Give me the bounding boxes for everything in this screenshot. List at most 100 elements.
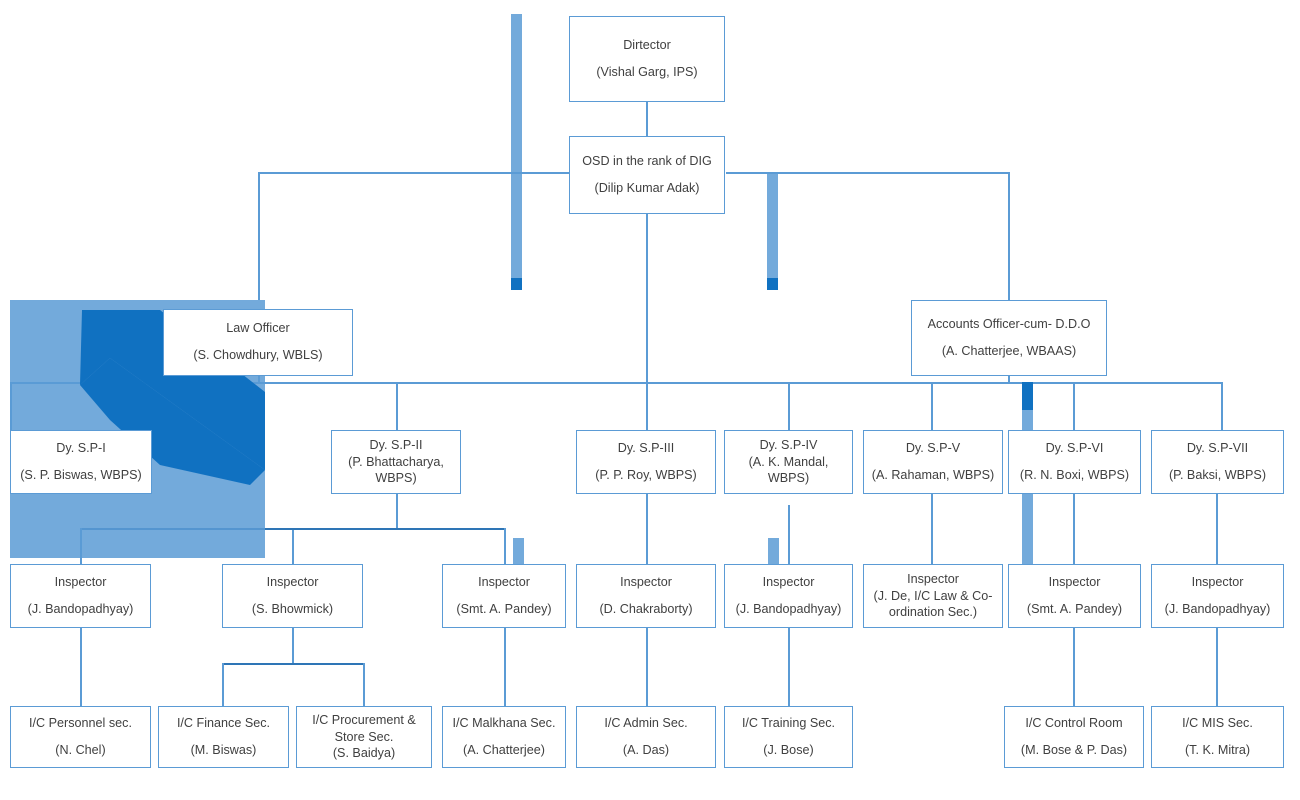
node-inspector-6[interactable]: Inspector (J. De, I/C Law & Co-ordinatio… [863, 564, 1003, 628]
node-inspector-4[interactable]: Inspector (D. Chakraborty) [576, 564, 716, 628]
node-dsp-6-title: Dy. S.P-VI [1045, 440, 1104, 455]
connector-insp8-ic8 [1216, 628, 1218, 706]
node-inspector-2-title: Inspector [266, 574, 319, 589]
node-inspector-5-person: (J. Bandopadhyay) [735, 601, 842, 616]
node-law-officer[interactable]: Law Officer (S. Chowdhury, WBLS) [163, 309, 353, 376]
node-ic-admin-title: I/C Admin Sec. [604, 715, 688, 730]
node-inspector-4-title: Inspector [620, 574, 672, 589]
node-ic-training-title: I/C Training Sec. [741, 715, 836, 730]
scroll-bar-artifact-4[interactable] [513, 538, 524, 564]
node-dsp-4[interactable]: Dy. S.P-IV (A. K. Mandal, WBPS) [724, 430, 853, 494]
node-dsp-3-person: (P. P. Roy, WBPS) [595, 467, 697, 482]
node-ic-procurement-store-person: (S. Baidya) [332, 746, 396, 761]
node-ic-control-room[interactable]: I/C Control Room (M. Bose & P. Das) [1004, 706, 1144, 768]
connector-drop-dsp6 [1073, 382, 1075, 430]
node-ic-training[interactable]: I/C Training Sec. (J. Bose) [724, 706, 853, 768]
node-inspector-6-person: (J. De, I/C Law & Co-ordination Sec.) [873, 588, 993, 620]
node-inspector-1-person: (J. Bandopadhyay) [27, 601, 134, 616]
node-accounts-officer-ddo[interactable]: Accounts Officer-cum- D.D.O (A. Chatterj… [911, 300, 1107, 376]
connector-drop-ddo [1008, 172, 1010, 300]
connector-drop-dsp3 [646, 382, 648, 430]
connector-insp5-ic6 [788, 628, 790, 706]
node-dsp-2[interactable]: Dy. S.P-II (P. Bhattacharya, WBPS) [331, 430, 461, 494]
scroll-bar-artifact-1-tip[interactable] [511, 278, 522, 290]
node-inspector-5[interactable]: Inspector (J. Bandopadhyay) [724, 564, 853, 628]
connector-drop-dsp2 [396, 382, 398, 430]
node-dsp-4-person: (A. K. Mandal, WBPS) [748, 454, 829, 486]
node-ic-personnel[interactable]: I/C Personnel sec. (N. Chel) [10, 706, 151, 768]
node-inspector-2-person: (S. Bhowmick) [251, 601, 334, 616]
node-dsp-6-person: (R. N. Boxi, WBPS) [1019, 467, 1130, 482]
node-ic-admin[interactable]: I/C Admin Sec. (A. Das) [576, 706, 716, 768]
node-dsp-1-title: Dy. S.P-I [56, 440, 106, 455]
connector-drop-ic3 [363, 663, 365, 706]
selection-overlay-arrow [80, 310, 265, 485]
node-dsp-7[interactable]: Dy. S.P-VII (P. Baksi, WBPS) [1151, 430, 1284, 494]
connector-dsp2-down [396, 494, 398, 528]
node-ic-mis-title: I/C MIS Sec. [1182, 715, 1253, 730]
connector-drop-dsp5 [931, 382, 933, 430]
connector-ddo-down [1008, 376, 1010, 384]
connector-dsp4-insp5 [788, 505, 790, 564]
connector-osd-down [646, 214, 648, 382]
connector-insp1-ic1 [80, 628, 82, 706]
node-law-officer-person: (S. Chowdhury, WBLS) [193, 348, 323, 362]
connector-drop-ic2 [222, 663, 224, 706]
node-dsp-3-title: Dy. S.P-III [617, 440, 675, 455]
connector-insp7-ic7 [1073, 628, 1075, 706]
node-osd-person: (Dilip Kumar Adak) [594, 180, 700, 195]
node-dsp-7-title: Dy. S.P-VII [1186, 440, 1249, 455]
node-ic-procurement-store-title: I/C Procurement & Store Sec. [312, 713, 416, 744]
node-inspector-7[interactable]: Inspector (Smt. A. Pandey) [1008, 564, 1141, 628]
node-ic-mis-person: (T. K. Mitra) [1184, 742, 1251, 757]
node-inspector-4-person: (D. Chakraborty) [599, 601, 693, 616]
node-inspector-8[interactable]: Inspector (J. Bandopadhyay) [1151, 564, 1284, 628]
connector-drop-insp2 [292, 528, 294, 564]
node-dsp-1-person: (S. P. Biswas, WBPS) [20, 467, 142, 482]
node-dsp-6[interactable]: Dy. S.P-VI (R. N. Boxi, WBPS) [1008, 430, 1141, 494]
scroll-bar-artifact-5[interactable] [768, 538, 779, 564]
node-ic-malkhana-title: I/C Malkhana Sec. [452, 715, 556, 730]
connector-drop-dsp7 [1221, 382, 1223, 430]
connector-insp3-ic4 [504, 628, 506, 706]
node-inspector-3-person: (Smt. A. Pandey) [456, 601, 552, 616]
connector-director-osd [646, 102, 648, 136]
node-ic-finance-title: I/C Finance Sec. [176, 715, 271, 730]
node-ic-control-room-title: I/C Control Room [1025, 715, 1123, 730]
node-ic-malkhana[interactable]: I/C Malkhana Sec. (A. Chatterjee) [442, 706, 566, 768]
node-ic-finance-person: (M. Biswas) [190, 742, 257, 757]
node-inspector-8-title: Inspector [1191, 574, 1244, 589]
node-ic-finance[interactable]: I/C Finance Sec. (M. Biswas) [158, 706, 289, 768]
node-ddo-title: Accounts Officer-cum- D.D.O [927, 316, 1091, 331]
connector-insp2-down [292, 628, 294, 663]
node-ic-mis[interactable]: I/C MIS Sec. (T. K. Mitra) [1151, 706, 1284, 768]
node-inspector-1[interactable]: Inspector (J. Bandopadhyay) [10, 564, 151, 628]
scroll-bar-artifact-3-tip[interactable] [1022, 382, 1033, 410]
node-director-person: (Vishal Garg, IPS) [596, 64, 698, 79]
node-inspector-2[interactable]: Inspector (S. Bhowmick) [222, 564, 363, 628]
node-ic-procurement-store[interactable]: I/C Procurement & Store Sec. (S. Baidya) [296, 706, 432, 768]
node-dsp-3[interactable]: Dy. S.P-III (P. P. Roy, WBPS) [576, 430, 716, 494]
connector-dsp-bus [10, 382, 1222, 384]
connector-drop-law-officer [258, 172, 260, 300]
node-director-title: Dirtector [623, 37, 671, 52]
node-ic-control-room-person: (M. Bose & P. Das) [1020, 742, 1128, 757]
scroll-bar-artifact-2[interactable] [767, 172, 778, 278]
scroll-bar-artifact-2-tip[interactable] [767, 278, 778, 290]
connector-dsp5-insp6 [931, 494, 933, 564]
node-inspector-6-title: Inspector [907, 572, 959, 587]
scroll-bar-artifact-1[interactable] [511, 14, 522, 278]
node-director[interactable]: Dirtector (Vishal Garg, IPS) [569, 16, 725, 102]
node-osd-title: OSD in the rank of DIG [582, 153, 712, 168]
node-dsp-4-title: Dy. S.P-IV [759, 438, 818, 453]
node-dsp-5-title: Dy. S.P-V [905, 440, 961, 455]
connector-dsp6-insp7 [1073, 494, 1075, 564]
node-inspector-3[interactable]: Inspector (Smt. A. Pandey) [442, 564, 566, 628]
node-osd[interactable]: OSD in the rank of DIG (Dilip Kumar Adak… [569, 136, 725, 214]
node-inspector-3-title: Inspector [478, 574, 530, 589]
node-dsp-1[interactable]: Dy. S.P-I (S. P. Biswas, WBPS) [10, 430, 152, 494]
connector-dsp2-bus [292, 528, 506, 530]
node-dsp-5[interactable]: Dy. S.P-V (A. Rahaman, WBPS) [863, 430, 1003, 494]
node-inspector-1-title: Inspector [54, 574, 107, 589]
